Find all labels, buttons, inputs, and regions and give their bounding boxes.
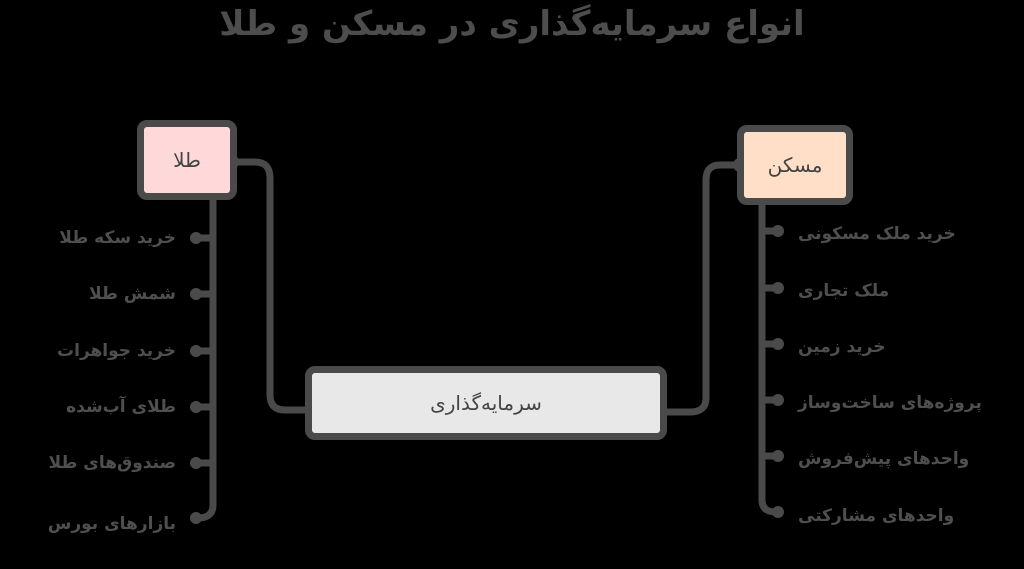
gold-item-coin: خرید سکه طلا (59, 228, 176, 248)
investment-center-node[interactable]: سرمایه‌گذاری (305, 366, 667, 440)
housing-item-land: خرید زمین (798, 337, 886, 357)
gold-node-label: طلا (173, 148, 201, 172)
gold-node[interactable]: طلا (137, 120, 237, 200)
housing-item-presale: واحدهای پیش‌فروش (798, 449, 970, 469)
gold-item-jewelry: خرید جواهرات (57, 341, 176, 361)
gold-item-stock-market: بازارهای بورس (47, 514, 176, 534)
housing-item-partnership: واحدهای مشارکتی (798, 506, 955, 526)
gold-item-melted: طلای آب‌شده (66, 397, 176, 417)
housing-node-label: مسکن (767, 153, 823, 177)
housing-item-construction: پروژه‌های ساخت‌وساز (798, 393, 982, 413)
gold-item-funds: صندوق‌های طلا (48, 453, 176, 473)
diagram-title: انواع سرمایه‌گذاری در مسکن و طلا (219, 4, 805, 44)
housing-node[interactable]: مسکن (737, 125, 853, 205)
housing-item-commercial: ملک تجاری (798, 281, 890, 301)
gold-item-bullion: شمش طلا (89, 284, 176, 304)
investment-center-label: سرمایه‌گذاری (430, 391, 542, 415)
housing-item-residential: خرید ملک مسکونی (798, 224, 956, 244)
